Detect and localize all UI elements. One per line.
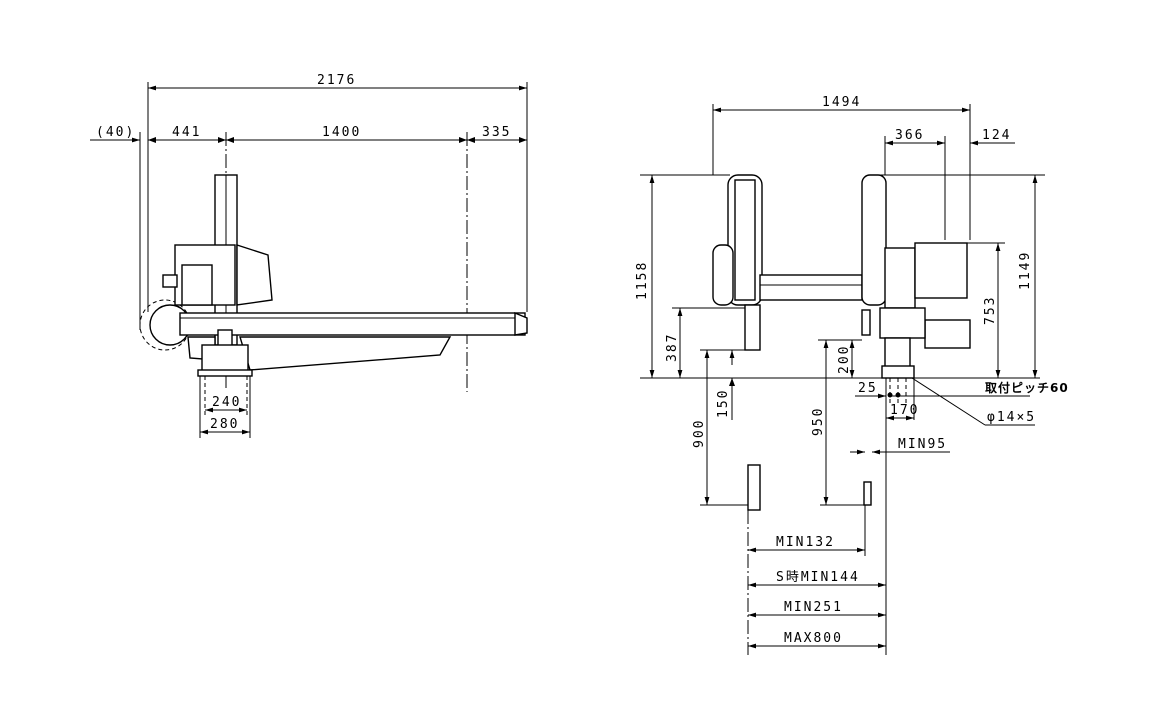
dim-beam-height: 387 [665, 333, 680, 362]
dim-motor-offset: 366 [895, 128, 924, 143]
dim-stroke-right: 950 [811, 407, 826, 436]
dim-stroke-left: 900 [692, 419, 707, 448]
dim-gripper-offset: 200 [837, 345, 852, 374]
dim-bolt-edge: 25 [858, 381, 878, 396]
dim-stroke: 1400 [322, 125, 361, 140]
side-machine [139, 174, 528, 438]
dim-bolt-span: 170 [890, 403, 919, 418]
dim-min251: MIN251 [784, 600, 843, 615]
front-view: 1494 366 124 1158 1149 753 387 200 150 [635, 95, 1069, 655]
dim-tool-up: 150 [716, 389, 731, 418]
mount-pitch-label: 取付ピッチ60 [985, 380, 1069, 395]
dim-width: 1494 [822, 95, 861, 110]
dim-motor-edge: 124 [982, 128, 1011, 143]
dim-min132: MIN132 [776, 535, 835, 550]
side-view: 2176 (40) 441 1400 335 [90, 73, 528, 438]
dim-min95: MIN95 [898, 437, 947, 452]
dim-base-outer: 280 [210, 417, 239, 432]
front-machine [712, 174, 971, 655]
dim-min144: S時MIN144 [776, 570, 860, 585]
dim-max800: MAX800 [784, 631, 843, 646]
dim-base-inner: 240 [212, 395, 241, 410]
dim-offset-left: (40) [96, 125, 135, 140]
dim-height-total: 1158 [635, 261, 650, 300]
dim-height-right: 1149 [1018, 251, 1033, 290]
dim-base-to-column: 441 [172, 125, 201, 140]
dim-overhang: 335 [482, 125, 511, 140]
bolt-holes-label: φ14×5 [987, 410, 1036, 425]
dim-overall-length: 2176 [317, 73, 356, 88]
dim-motor-height: 753 [983, 296, 998, 325]
